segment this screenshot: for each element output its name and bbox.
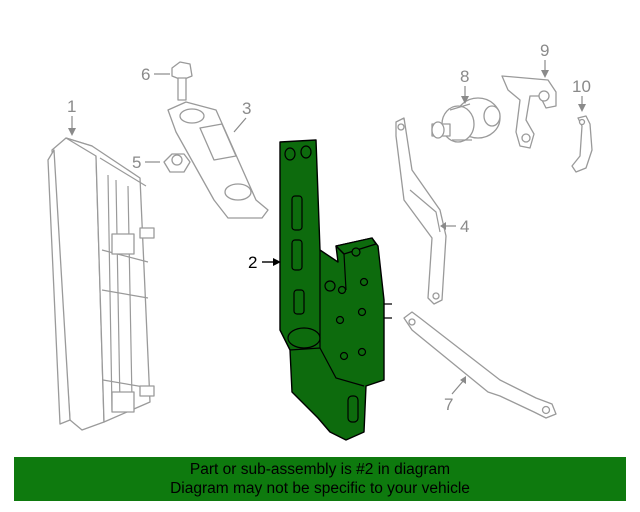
banner-line-1: Part or sub-assembly is #2 in diagram — [189, 461, 451, 478]
part-3-bracket[interactable] — [167, 101, 269, 219]
part-8-pump[interactable] — [431, 97, 501, 143]
svg-text:3: 3 — [242, 99, 251, 118]
callout-6[interactable]: 6 — [141, 65, 170, 84]
part-2-bracket-highlighted[interactable] — [279, 139, 392, 441]
parts-diagram: 1 3 5 6 — [47, 41, 593, 441]
callout-9[interactable]: 9 — [540, 41, 549, 78]
svg-text:1: 1 — [67, 97, 76, 116]
callout-8[interactable]: 8 — [460, 67, 469, 104]
info-banner: Part or sub-assembly is #2 in diagram Di… — [14, 457, 626, 501]
callout-10[interactable]: 10 — [572, 77, 591, 112]
callout-1[interactable]: 1 — [67, 97, 76, 136]
svg-text:5: 5 — [132, 153, 141, 172]
svg-text:6: 6 — [141, 65, 150, 84]
banner-line-2: Diagram may not be specific to your vehi… — [170, 480, 470, 497]
callout-4[interactable]: 4 — [440, 217, 469, 236]
callout-2[interactable]: 2 — [248, 253, 281, 272]
part-5-nut[interactable] — [163, 153, 191, 173]
part-10-clamp[interactable] — [571, 115, 593, 173]
svg-text:8: 8 — [460, 67, 469, 86]
callout-3[interactable]: 3 — [233, 99, 251, 133]
part-1-radiator[interactable] — [47, 137, 155, 431]
part-4-strap[interactable] — [395, 117, 447, 305]
svg-text:2: 2 — [248, 253, 257, 272]
part-6-bolt[interactable] — [171, 61, 193, 101]
svg-text:9: 9 — [540, 41, 549, 60]
svg-text:4: 4 — [460, 217, 469, 236]
part-9-bracket[interactable] — [501, 75, 557, 149]
part-7-brace[interactable] — [403, 311, 557, 419]
callout-7[interactable]: 7 — [444, 376, 466, 414]
svg-text:7: 7 — [444, 395, 453, 414]
callout-5[interactable]: 5 — [132, 153, 160, 172]
svg-text:10: 10 — [572, 77, 591, 96]
